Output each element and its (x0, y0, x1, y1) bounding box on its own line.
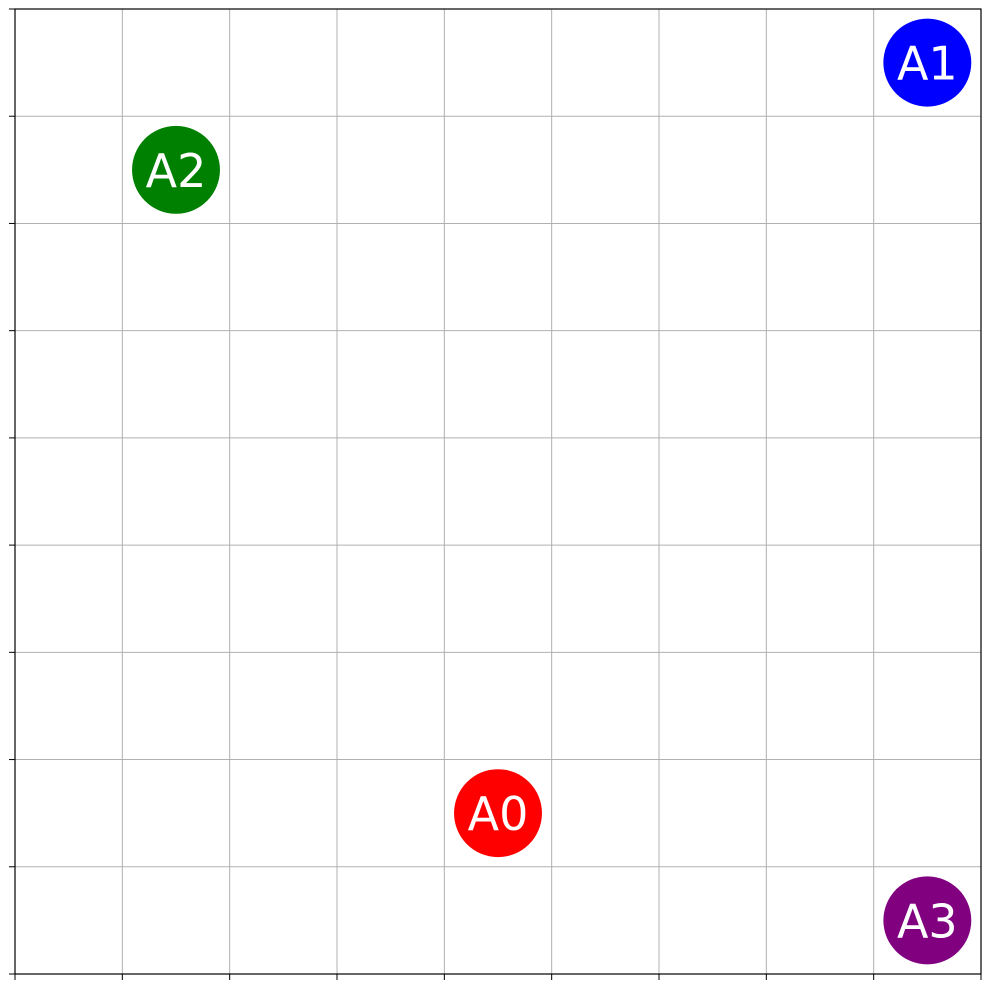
agent-label: A2 (146, 144, 207, 198)
agent-token-a1: A1 (883, 18, 972, 107)
agent-circle (883, 18, 972, 107)
agent-token-a0: A0 (454, 769, 542, 858)
agent-circle (454, 769, 542, 858)
agent-circle (132, 125, 220, 214)
agent-circle (883, 876, 972, 965)
board-frame (14, 8, 982, 975)
agent-label: A1 (897, 37, 958, 91)
agent-label: A3 (897, 894, 958, 948)
agent-label: A0 (468, 787, 529, 841)
agent-token-a3: A3 (883, 876, 972, 965)
grid-lines (15, 9, 981, 974)
agent-token-a2: A2 (132, 125, 220, 214)
axis-ticks (9, 8, 982, 980)
